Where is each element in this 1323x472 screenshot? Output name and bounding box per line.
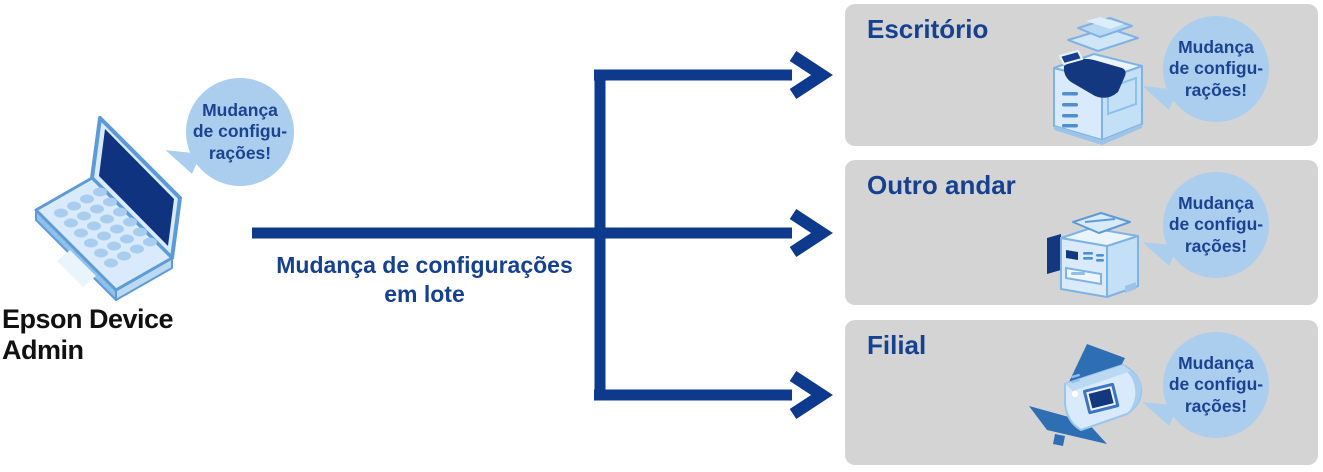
source-label: Epson Device Admin <box>2 304 174 365</box>
copier-icon <box>1053 17 1143 145</box>
flow-label-line: em lote <box>384 280 465 307</box>
bubble-line: de configu- <box>192 121 288 142</box>
printer-icon <box>1047 212 1139 298</box>
destination-box-outro-andar: Outro andar Mudança de configu- <box>845 160 1318 305</box>
bubble-line: rações! <box>1184 395 1248 416</box>
destination-title: Outro andar <box>867 170 1016 200</box>
bubble-line: rações! <box>1184 235 1248 256</box>
bubble-line: Mudança <box>1178 352 1254 373</box>
flow-label: Mudança de configurações em lote <box>247 251 602 309</box>
destination-speech-bubble: Mudança de configu- rações! <box>1163 172 1269 278</box>
destination-speech-bubble: Mudança de configu- rações! <box>1163 16 1269 122</box>
bubble-line: Mudança <box>1178 36 1254 57</box>
source-speech-bubble: Mudança de configu- rações! <box>186 78 294 186</box>
flow-label-line: Mudança de configurações <box>276 252 573 278</box>
bubble-line: de configu- <box>1168 214 1264 235</box>
laptop-icon <box>34 116 182 301</box>
bubble-line: Mudança <box>202 99 278 120</box>
bubble-line: rações! <box>208 142 272 163</box>
destination-box-filial: Filial Mudança de configu- <box>845 320 1318 465</box>
bubble-line: de configu- <box>1168 58 1264 79</box>
destination-speech-bubble: Mudança de configu- rações! <box>1163 332 1269 438</box>
destination-title: Filial <box>867 330 927 360</box>
bubble-line: rações! <box>1184 79 1248 100</box>
bubble-line: de configu- <box>1168 374 1264 395</box>
destination-box-escritorio: Escritório Mudança de confi <box>845 4 1318 146</box>
bubble-line: Mudança <box>1178 192 1254 213</box>
destination-title: Escritório <box>867 14 989 44</box>
scanner-icon <box>1029 344 1143 446</box>
